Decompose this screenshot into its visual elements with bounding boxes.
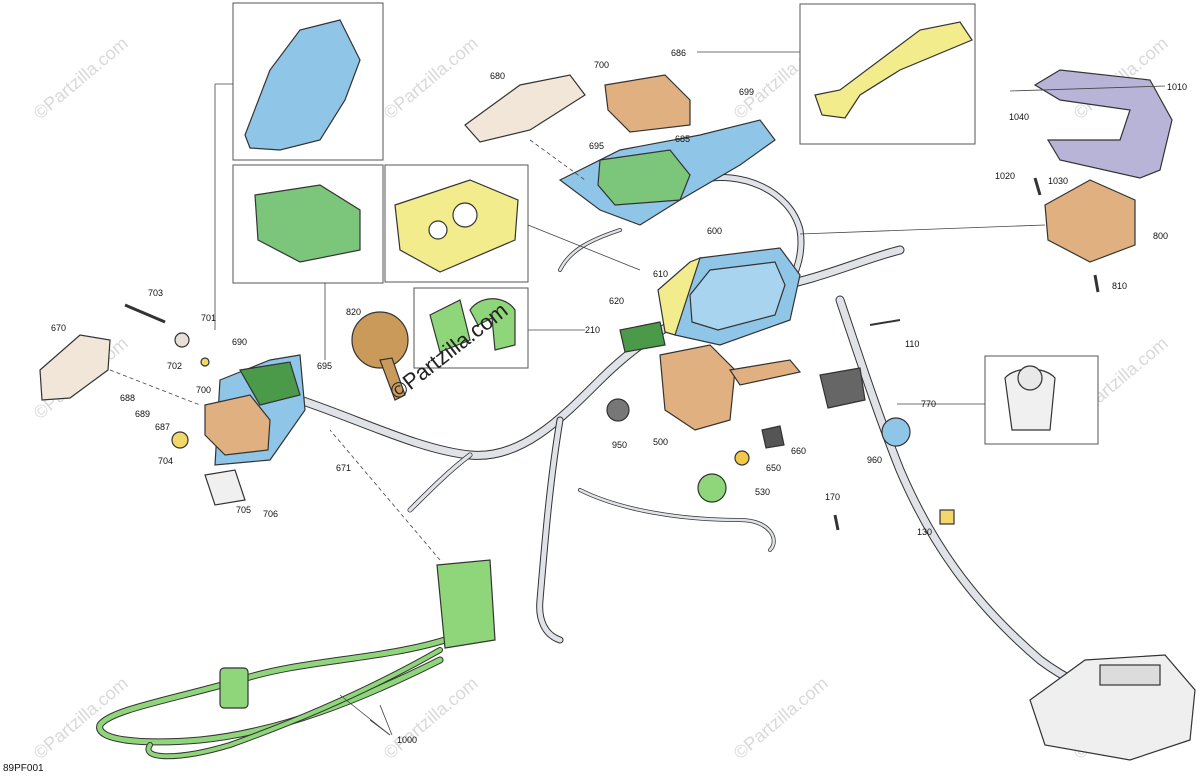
- callout-610: 610: [653, 269, 669, 279]
- leader-lines: [214, 51, 1166, 736]
- callout-703: 703: [148, 288, 164, 298]
- callout-810: 810: [1112, 281, 1128, 291]
- callout-702: 702: [167, 361, 183, 371]
- callout-1040: 1040: [1009, 112, 1030, 122]
- part-500-housing: [659, 344, 736, 431]
- part-green-module-inset: [254, 184, 361, 263]
- part-1010-plate: [1033, 69, 1173, 179]
- callout-706: 706: [263, 509, 279, 519]
- callout-705: 705: [236, 505, 252, 515]
- watermark: ©Partzilla.com: [380, 33, 482, 123]
- part-702-nut: [200, 357, 210, 367]
- callout-688: 688: [120, 393, 136, 403]
- callout-950: 950: [612, 440, 628, 450]
- callout-600: 600: [707, 226, 723, 236]
- part-170-bolt: [833, 514, 840, 531]
- part-705-connector: [204, 469, 246, 506]
- part-670-cover: [39, 334, 111, 401]
- watermark: ©Partzilla.com: [730, 673, 832, 763]
- part-950-switch: [606, 398, 630, 422]
- part-210-connector: [619, 321, 666, 353]
- part-960-grommet: [881, 417, 911, 447]
- callout-820: 820: [346, 307, 362, 317]
- callout-660: 660: [791, 446, 807, 456]
- callout-170: 170: [825, 492, 841, 502]
- callout-1010: 1010: [1167, 82, 1188, 92]
- part-695-module: [597, 149, 691, 206]
- callout-695-top: 695: [589, 141, 605, 151]
- callout-686: 686: [671, 48, 687, 58]
- part-800-ecu: [1044, 179, 1136, 263]
- part-680-cover: [464, 74, 586, 143]
- callout-210: 210: [585, 325, 601, 335]
- part-701-clip: [174, 332, 190, 348]
- parts: [39, 19, 1196, 761]
- part-660-sensor: [761, 425, 785, 449]
- callout-700-left: 700: [196, 385, 212, 395]
- part-530-sensor: [697, 473, 727, 503]
- figure-code: 89PF001: [3, 763, 44, 774]
- watermark: ©Partzilla.com: [380, 673, 482, 763]
- callout-800: 800: [1153, 231, 1169, 241]
- part-700-relay-top: [604, 74, 691, 133]
- part-810-bolt: [1093, 274, 1100, 293]
- callout-620: 620: [609, 296, 625, 306]
- callout-670: 670: [51, 323, 67, 333]
- callout-650: 650: [766, 463, 782, 473]
- callout-701: 701: [201, 313, 217, 323]
- part-110-bolt: [869, 319, 901, 326]
- part-770-relay: [819, 367, 866, 409]
- callout-689: 689: [135, 409, 151, 419]
- part-820-horn: [351, 311, 409, 369]
- part-switch-inset: [1004, 368, 1056, 431]
- callout-690: 690: [232, 337, 248, 347]
- callout-770: 770: [921, 399, 937, 409]
- callout-687: 687: [155, 422, 171, 432]
- callout-530: 530: [755, 487, 771, 497]
- handlebar-switch-harness: [96, 559, 496, 760]
- part-blue-bracket-inset: [244, 19, 361, 151]
- callout-671: 671: [336, 463, 352, 473]
- callout-699: 699: [739, 87, 755, 97]
- part-650-ring: [734, 450, 750, 466]
- part-704-grommet: [171, 431, 189, 449]
- callout-704: 704: [158, 456, 174, 466]
- callout-130: 130: [917, 527, 933, 537]
- watermark: ©Partzilla.com: [30, 33, 132, 123]
- callout-700-top: 700: [594, 60, 610, 70]
- part-703-bolt: [124, 303, 166, 324]
- callout-680: 680: [490, 71, 506, 81]
- callout-685: 685: [675, 134, 691, 144]
- dashed-leaders: [109, 139, 586, 561]
- callout-1020: 1020: [995, 171, 1016, 181]
- part-yellow-bracket-inset: [394, 179, 519, 273]
- callout-110: 110: [905, 339, 920, 349]
- callout-1000: 1000: [397, 735, 418, 745]
- part-700-relay-left: [204, 394, 271, 456]
- callout-960: 960: [867, 455, 883, 465]
- part-green-connector-inset: [429, 299, 471, 353]
- part-yellow-rail-inset: [814, 21, 973, 119]
- part-1020-bolt: [1033, 177, 1042, 196]
- part-130-clip: [939, 509, 955, 525]
- callout-500: 500: [653, 437, 669, 447]
- callout-1030: 1030: [1048, 176, 1069, 186]
- callout-695-mid: 695: [317, 361, 333, 371]
